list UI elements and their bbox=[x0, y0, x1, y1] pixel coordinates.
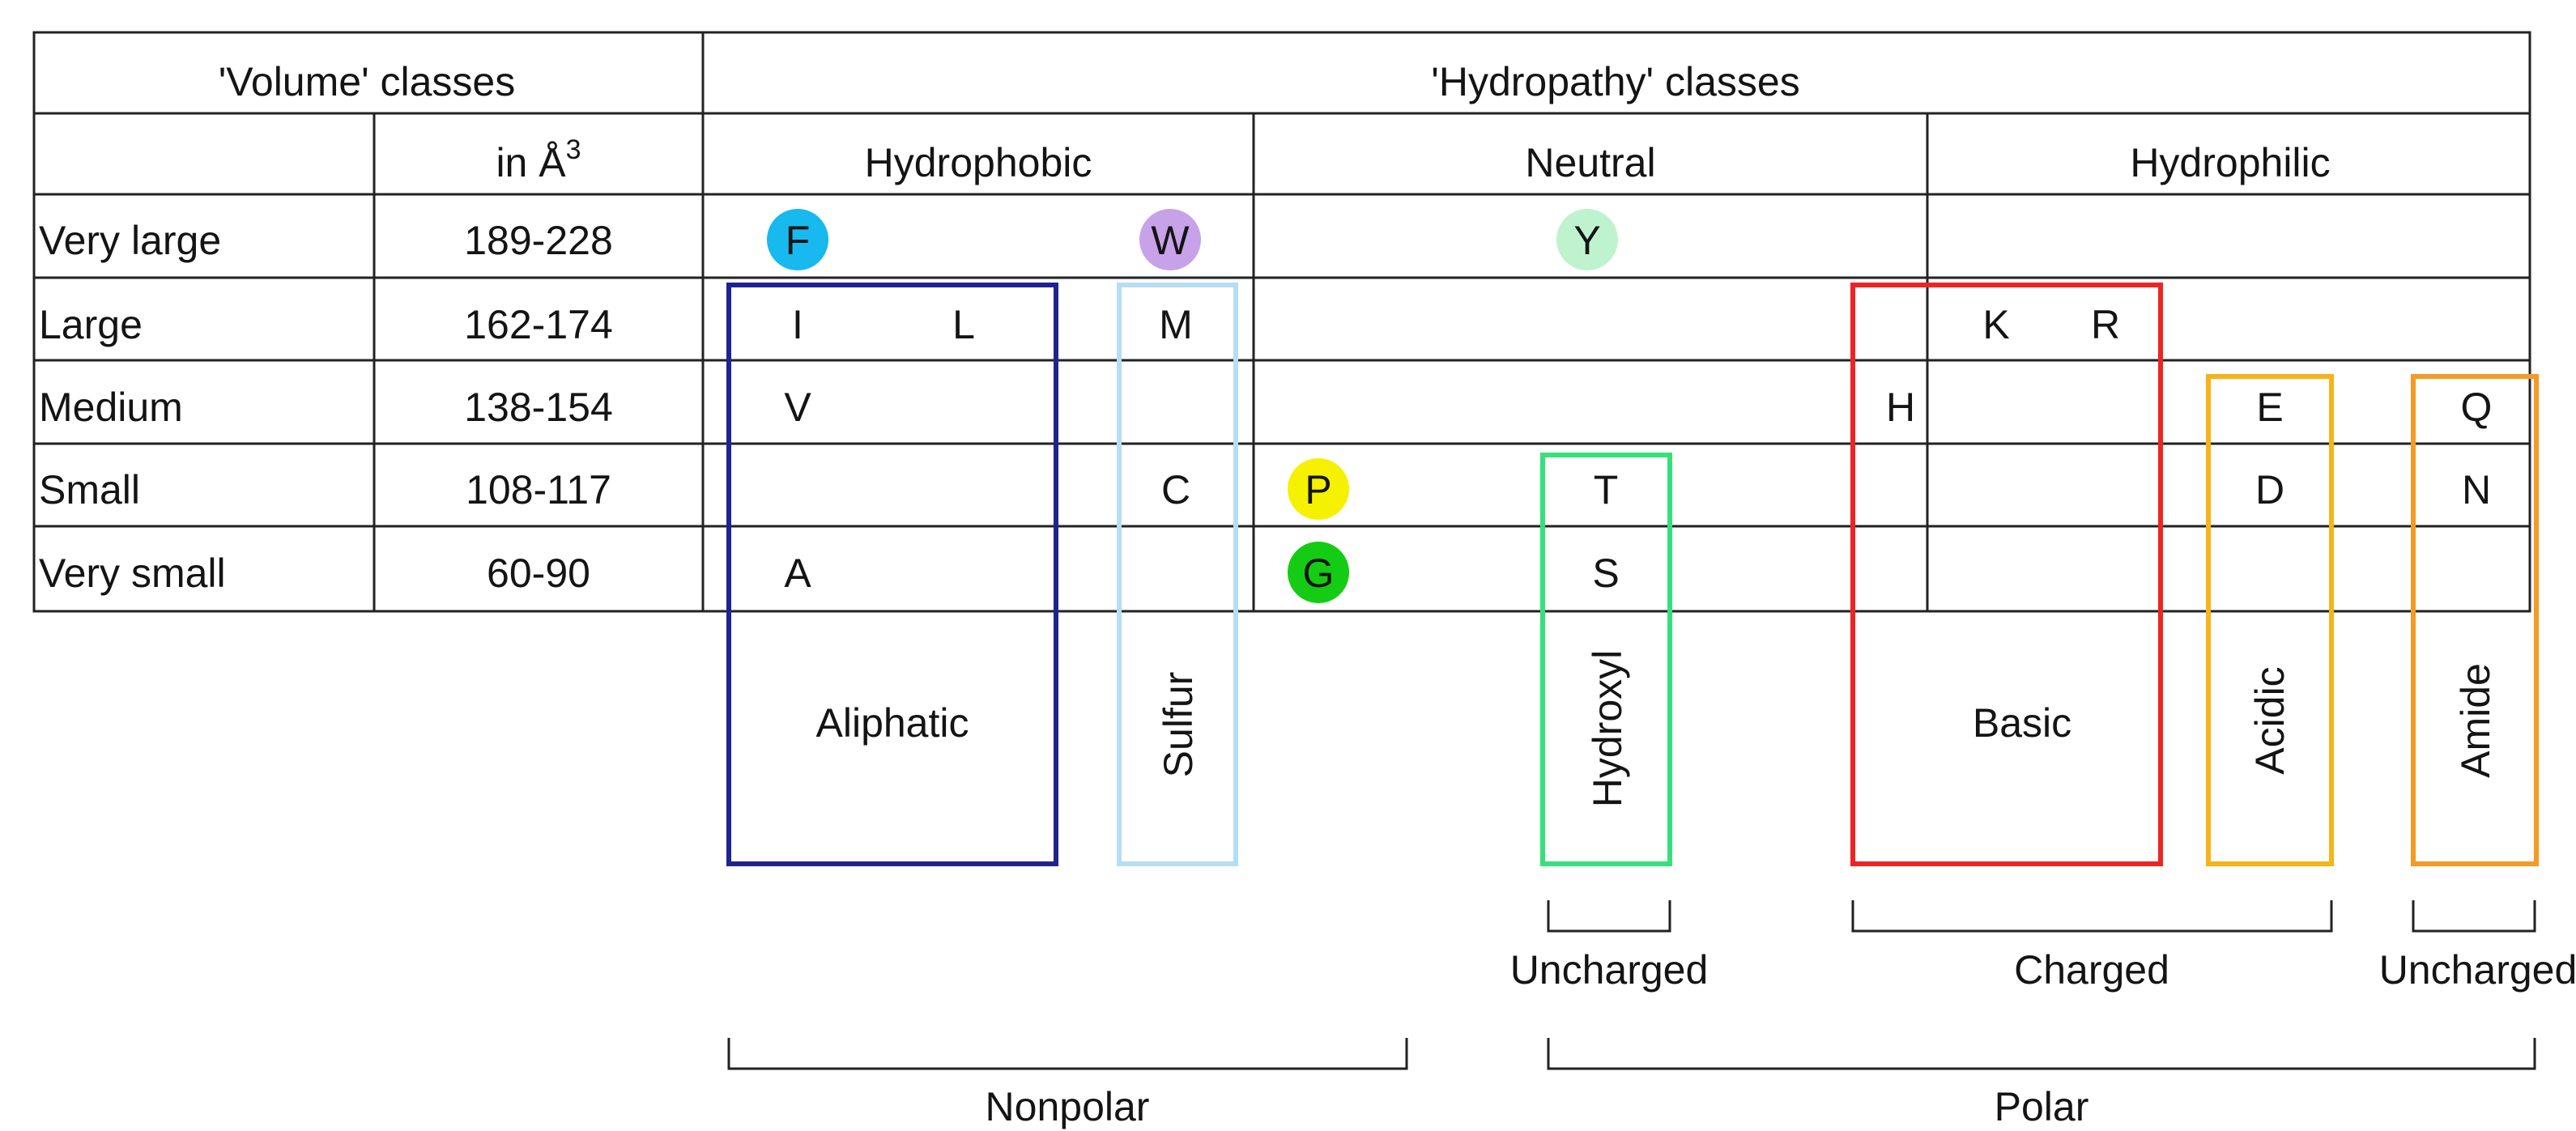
basic-label: Basic bbox=[1973, 700, 2071, 746]
units-header: in Å3 bbox=[496, 134, 581, 185]
residue-w: W bbox=[1151, 218, 1190, 263]
hydroxyl-label: Hydroxyl bbox=[1585, 650, 1630, 807]
uncharged-label-hydroxyl: Uncharged bbox=[1510, 947, 1709, 993]
aliphatic-label: Aliphatic bbox=[816, 700, 969, 746]
residue-t: T bbox=[1594, 467, 1619, 512]
acidic-label: Acidic bbox=[2247, 666, 2293, 774]
row-label-large: Large bbox=[39, 302, 143, 347]
residue-v: V bbox=[784, 385, 811, 430]
charged-bracket bbox=[1851, 900, 2333, 933]
trp-circle bbox=[1139, 209, 1201, 270]
pro-circle bbox=[1288, 458, 1349, 520]
polar-bracket bbox=[1547, 1038, 2536, 1070]
hydrophobic-header: Hydrophobic bbox=[865, 140, 1092, 185]
range-very-large: 189-228 bbox=[464, 218, 613, 263]
row-label-medium: Medium bbox=[39, 385, 183, 430]
neutral-header: Neutral bbox=[1525, 140, 1655, 185]
uncharged-bracket-hydroxyl bbox=[1547, 900, 1671, 933]
charged-label: Charged bbox=[2014, 947, 2169, 993]
basic-box bbox=[1850, 283, 2163, 866]
range-small: 108-117 bbox=[466, 467, 611, 512]
uncharged-bracket-amide bbox=[2412, 900, 2536, 933]
residue-s: S bbox=[1592, 551, 1619, 596]
range-large: 162-174 bbox=[464, 302, 613, 347]
phe-circle bbox=[767, 209, 828, 270]
range-very-small: 60-90 bbox=[487, 551, 590, 596]
residue-p: P bbox=[1305, 467, 1331, 512]
table-border bbox=[32, 31, 2531, 613]
residue-g: G bbox=[1303, 551, 1335, 596]
gly-circle bbox=[1288, 542, 1349, 603]
residue-c: C bbox=[1161, 467, 1190, 512]
residue-y: Y bbox=[1573, 218, 1600, 263]
polar-label: Polar bbox=[1995, 1084, 2089, 1129]
residue-l: L bbox=[952, 302, 975, 347]
row-label-small: Small bbox=[39, 467, 140, 512]
residue-r: R bbox=[2091, 302, 2120, 347]
table-grid bbox=[32, 31, 2531, 613]
residue-a: A bbox=[784, 551, 811, 596]
hydroxyl-box bbox=[1540, 453, 1672, 866]
residue-n: N bbox=[2462, 467, 2491, 512]
amide-box bbox=[2411, 374, 2539, 866]
sulfur-box bbox=[1117, 283, 1238, 866]
residue-i: I bbox=[792, 302, 803, 347]
sulfur-label: Sulfur bbox=[1156, 672, 1201, 778]
hydropathy-classes-header: 'Hydropathy' classes bbox=[1431, 59, 1799, 104]
residue-d: D bbox=[2255, 467, 2284, 512]
residue-k: K bbox=[1982, 302, 2009, 347]
uncharged-label-amide: Uncharged bbox=[2379, 947, 2576, 993]
residue-h: H bbox=[1886, 385, 1915, 430]
acidic-box bbox=[2206, 374, 2334, 866]
nonpolar-label: Nonpolar bbox=[986, 1084, 1150, 1129]
nonpolar-bracket bbox=[727, 1038, 1408, 1070]
residue-q: Q bbox=[2461, 385, 2493, 430]
residue-m: M bbox=[1159, 302, 1193, 347]
aliphatic-box bbox=[726, 283, 1058, 866]
row-label-very-small: Very small bbox=[39, 551, 226, 596]
amide-label: Amide bbox=[2453, 663, 2498, 778]
residue-f: F bbox=[786, 218, 811, 263]
volume-classes-header: 'Volume' classes bbox=[219, 59, 515, 104]
row-label-very-large: Very large bbox=[39, 218, 221, 263]
residue-e: E bbox=[2256, 385, 2283, 430]
hydrophilic-header: Hydrophilic bbox=[2130, 140, 2330, 185]
tyr-circle bbox=[1556, 209, 1618, 270]
range-medium: 138-154 bbox=[464, 385, 613, 430]
